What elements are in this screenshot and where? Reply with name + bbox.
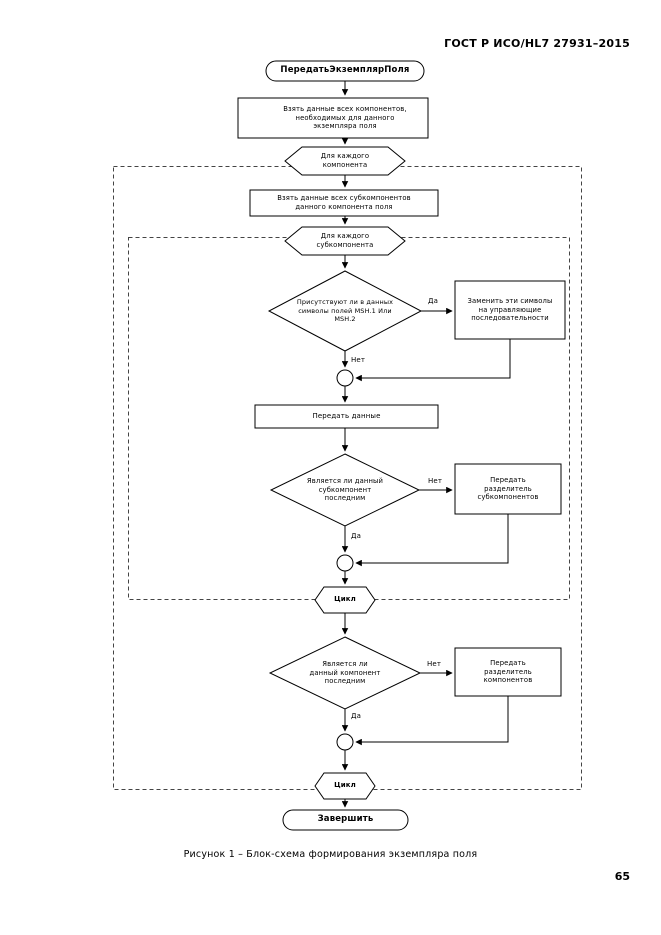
send-component-delimiter-shape bbox=[454, 647, 562, 697]
start-terminator-label: ПередатьЭкземплярПоля bbox=[280, 65, 410, 76]
replace-symbols-label: Заменить эти символы на управляющие посл… bbox=[467, 296, 553, 323]
yes-label-last-component: Да bbox=[351, 712, 362, 721]
end-terminator-shape bbox=[282, 809, 409, 831]
get-components-label: Взять данные всех компонентов, необходим… bbox=[283, 104, 407, 131]
document-header: ГОСТ Р ИСО/HL7 27931–2015 bbox=[444, 37, 630, 50]
loop-subcomponents-shape bbox=[284, 226, 406, 256]
decision-last-component-label: Является ли данный компонент последним bbox=[309, 659, 381, 686]
send-component-delimiter-label: Передать разделитель компонентов bbox=[483, 658, 533, 685]
send-subcomponent-delimiter-label: Передать разделитель субкомпонентов bbox=[477, 475, 539, 502]
send-data-shape bbox=[254, 404, 439, 429]
no-label-symbols: Нет bbox=[351, 356, 366, 365]
connector-circle-2 bbox=[336, 554, 354, 572]
yes-label-symbols: Да bbox=[428, 297, 439, 306]
send-data-label: Передать данные bbox=[312, 411, 381, 420]
loop-components-shape bbox=[284, 146, 406, 176]
loop-end-sub-label: Цикл bbox=[334, 595, 356, 604]
loop-components-label: Для каждого компонента bbox=[320, 152, 370, 169]
no-label-last-component: Нет bbox=[427, 660, 442, 669]
loop-end-comp-label: Цикл bbox=[334, 781, 356, 790]
get-components-shape bbox=[237, 97, 429, 139]
decision-last-subcomponent-label: Является ли данный субкомпонент последни… bbox=[306, 476, 384, 503]
flowchart-connectors bbox=[341, 81, 511, 808]
decision-symbols-label: Присутствуют ли в данных символы полей M… bbox=[296, 298, 394, 324]
connector-circle-1 bbox=[336, 369, 354, 387]
figure-caption: Рисунок 1 – Блок-схема формирования экзе… bbox=[183, 849, 478, 860]
yes-label-last-subcomponent: Да bbox=[351, 532, 362, 541]
loop-end-comp-shape bbox=[314, 772, 376, 800]
get-subcomponents-shape bbox=[249, 189, 439, 217]
connector-circle-3 bbox=[336, 733, 354, 751]
loop-subcomponents-label: Для каждого субкомпонента bbox=[316, 232, 374, 249]
no-label-last-subcomponent: Нет bbox=[428, 477, 443, 486]
page-number: 65 bbox=[614, 870, 630, 883]
get-subcomponents-label: Взять данные всех субкомпонентов данного… bbox=[277, 194, 411, 211]
end-terminator-label: Завершить bbox=[317, 814, 374, 825]
send-subcomponent-delimiter-shape bbox=[454, 463, 562, 515]
flowchart-shapes bbox=[237, 60, 566, 831]
loop-end-sub-shape bbox=[314, 586, 376, 614]
